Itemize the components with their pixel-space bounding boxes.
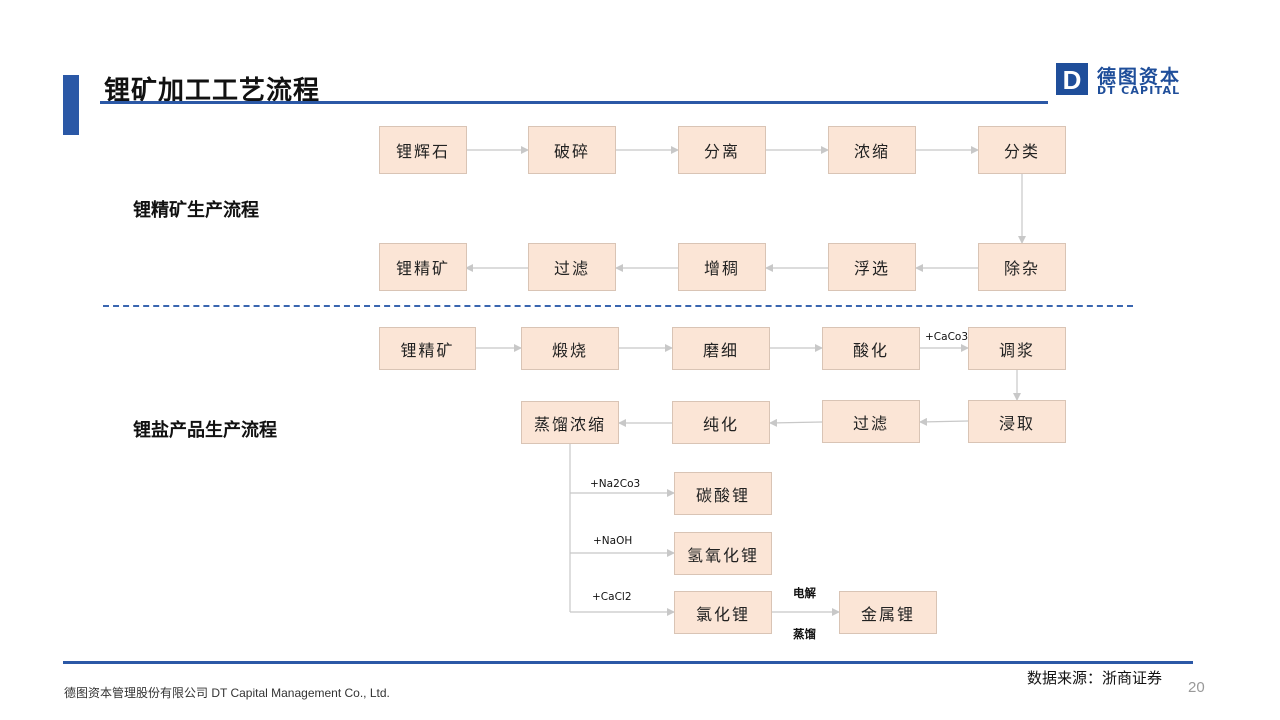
step-impurity-removal: 除杂	[978, 243, 1066, 291]
step-concentrate-input: 锂精矿	[379, 327, 476, 370]
arrow-s2-1	[919, 417, 969, 426]
step-filtering: 过滤	[528, 243, 616, 291]
logo-text-en: DT CAPITAL	[1097, 84, 1181, 97]
product-lithium-chloride: 氯化锂	[674, 591, 772, 634]
step-separation: 分离	[678, 126, 766, 174]
step-concentrate-output: 锂精矿	[379, 243, 467, 291]
page-number: 20	[1188, 679, 1205, 696]
logo-icon: D	[1056, 63, 1088, 95]
note-naoh: +NaOH	[593, 535, 633, 547]
step-flotation: 浮选	[828, 243, 916, 291]
salt-section-label: 锂盐产品生产流程	[133, 420, 277, 441]
title-underline	[100, 101, 1048, 104]
section-divider	[103, 305, 1133, 307]
footer-company: 德图资本管理股份有限公司 DT Capital Management Co., …	[64, 686, 390, 700]
step-thickening: 增稠	[678, 243, 766, 291]
step-slurrying: 调浆	[968, 327, 1066, 370]
note-electrolysis: 电解	[793, 586, 816, 600]
note-na2co3: +Na2Co3	[590, 478, 641, 490]
note-distill: 蒸馏	[793, 627, 816, 641]
note-caco3: +CaCo3	[925, 331, 968, 343]
product-lithium-hydroxide: 氢氧化锂	[674, 532, 772, 575]
step-calcination: 煅烧	[521, 327, 619, 370]
product-lithium-metal: 金属锂	[839, 591, 937, 634]
step-acidification: 酸化	[822, 327, 920, 370]
logo-text-cn: 德图资本	[1097, 66, 1182, 88]
step-spodumene: 锂辉石	[379, 126, 467, 174]
note-cacl2: +CaCl2	[592, 591, 632, 603]
step-classification: 分类	[978, 126, 1066, 174]
step-concentration: 浓缩	[828, 126, 916, 174]
concentrate-section-label: 锂精矿生产流程	[133, 200, 259, 221]
product-lithium-carbonate: 碳酸锂	[674, 472, 772, 515]
arrow-s2-2	[769, 418, 823, 427]
step-salt-filtering: 过滤	[822, 400, 920, 443]
step-crushing: 破碎	[528, 126, 616, 174]
footer-line	[63, 661, 1193, 664]
step-grinding: 磨细	[672, 327, 770, 370]
step-distill-concentrate: 蒸馏浓缩	[521, 401, 619, 444]
step-leaching: 浸取	[968, 400, 1066, 443]
logo-letter: D	[1063, 65, 1082, 95]
step-purification: 纯化	[672, 401, 770, 444]
title-accent-bar	[63, 75, 79, 135]
data-source: 数据来源：浙商证券	[1027, 669, 1163, 687]
